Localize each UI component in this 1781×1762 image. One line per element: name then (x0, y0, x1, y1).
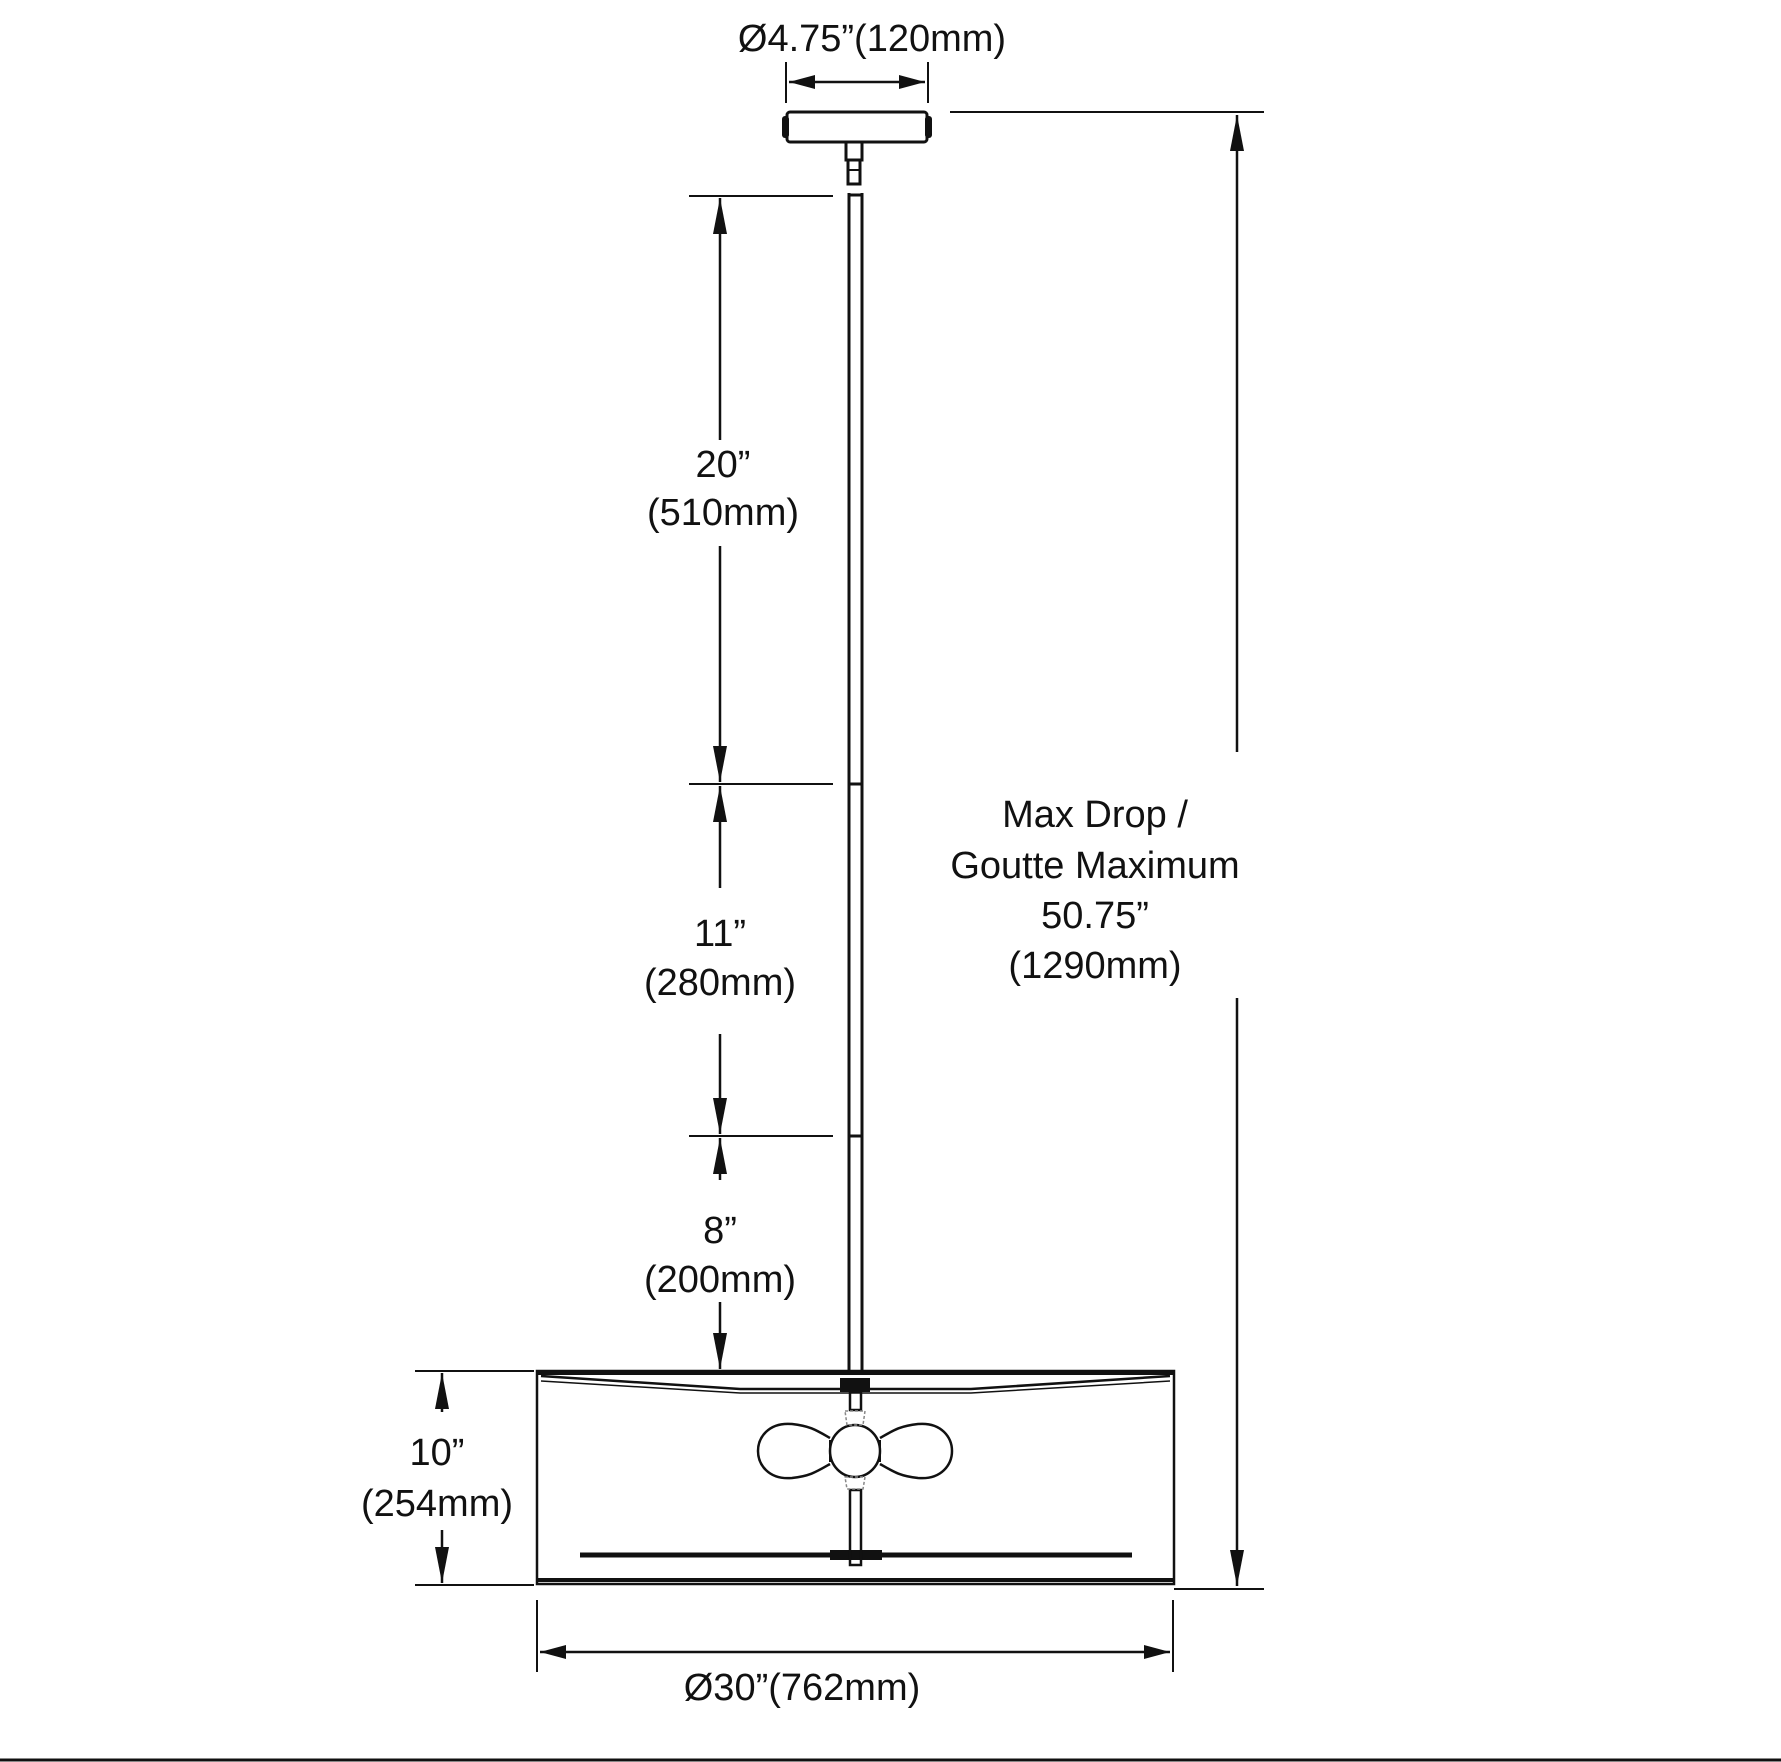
max-drop-mm-label: (1290mm) (1008, 945, 1181, 987)
canopy-diameter-dimension: Ø4.75”(120mm) (738, 18, 1006, 103)
shade-diameter-label: Ø30”(762mm) (684, 1667, 921, 1709)
rod-20-inch-label: 20” (696, 444, 751, 486)
max-drop-dimension: Max Drop / Goutte Maximum 50.75” (1290mm… (950, 111, 1264, 1590)
canopy-fitting (844, 140, 864, 186)
rod-20-mm-label: (510mm) (647, 492, 799, 534)
shade-diameter-dimension: Ø30”(762mm) (536, 1600, 1174, 1709)
rod-extension-lines (689, 195, 833, 1137)
shade-height-inch-label: 10” (410, 1432, 465, 1474)
rod-11-mm-label: (280mm) (644, 962, 796, 1004)
max-drop-inch-label: 50.75” (1041, 895, 1149, 937)
rod-segment-8-dimension: 8” (200mm) (644, 1138, 796, 1369)
rod-segment-11-dimension: 11” (280mm) (644, 786, 796, 1134)
bulb-cluster (756, 1410, 954, 1490)
shade-height-dimension: 10” (254mm) (361, 1370, 534, 1586)
max-drop-label-line1: Max Drop / (1002, 794, 1188, 836)
rod-segment-20-dimension: 20” (510mm) (647, 198, 799, 782)
rod-8-mm-label: (200mm) (644, 1259, 796, 1301)
rod-8-inch-label: 8” (703, 1210, 737, 1252)
suspension-rod (847, 193, 864, 1375)
drum-shade (535, 1369, 1176, 1586)
max-drop-label-line2: Goutte Maximum (950, 845, 1239, 887)
fixture (535, 110, 1176, 1586)
shade-height-mm-label: (254mm) (361, 1483, 513, 1525)
rod-11-inch-label: 11” (694, 913, 746, 955)
canopy (782, 110, 932, 144)
canopy-diameter-label: Ø4.75”(120mm) (738, 18, 1006, 60)
